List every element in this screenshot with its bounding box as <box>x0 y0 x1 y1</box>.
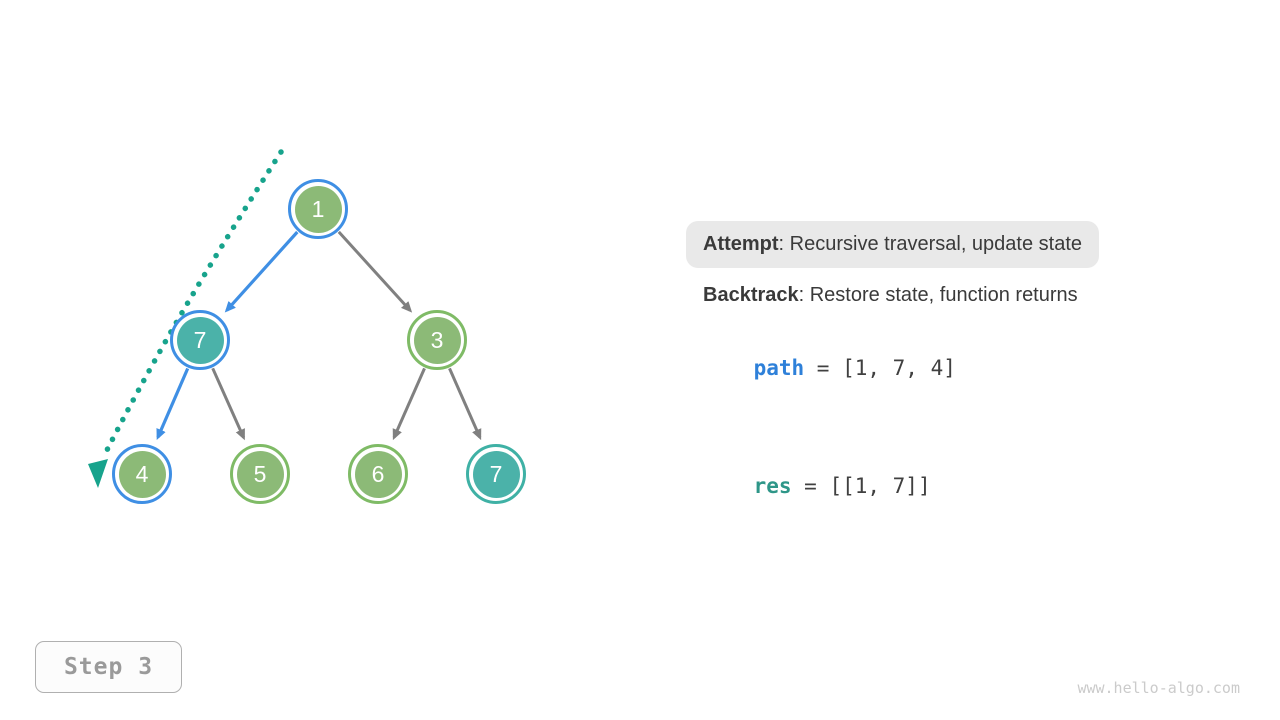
traversal-path-dotted <box>103 149 284 455</box>
node-label: 6 <box>354 450 402 498</box>
tree-node-7-right: 7 <box>466 444 526 504</box>
edge-3-6 <box>392 367 426 441</box>
legend-backtrack-label: Backtrack <box>703 284 799 306</box>
tree-node-6: 6 <box>348 444 408 504</box>
tree-node-3: 3 <box>407 310 467 370</box>
traversal-arrowhead-icon <box>88 459 108 488</box>
legend-backtrack-text: : Restore state, function returns <box>798 284 1078 306</box>
legend-attempt-text: : Recursive traversal, update state <box>778 233 1083 255</box>
node-label: 5 <box>236 450 284 498</box>
path-variable-value: = [1, 7, 4] <box>804 356 956 380</box>
legend-backtrack: Backtrack: Restore state, function retur… <box>703 284 1078 307</box>
node-label: 4 <box>118 450 166 498</box>
legend-attempt-label: Attempt <box>703 233 779 255</box>
res-variable-value: = [[1, 7]] <box>791 474 931 498</box>
tree-node-5: 5 <box>230 444 290 504</box>
edge-7-5 <box>211 367 245 441</box>
node-label: 7 <box>472 450 520 498</box>
path-variable-line: path = [1, 7, 4] <box>703 332 956 404</box>
edge-1-3 <box>337 230 413 313</box>
step-indicator: Step 3 <box>35 641 182 693</box>
tree-node-1: 1 <box>288 179 348 239</box>
tree-node-4: 4 <box>112 444 172 504</box>
watermark: www.hello-algo.com <box>1077 679 1240 697</box>
edge-7-4 <box>156 367 190 441</box>
res-variable-name: res <box>753 474 792 498</box>
legend-attempt: Attempt: Recursive traversal, update sta… <box>686 221 1100 268</box>
node-label: 3 <box>413 316 461 364</box>
res-variable-line: res = [[1, 7]] <box>703 450 931 522</box>
edge-3-7 <box>448 367 482 441</box>
tree-node-7-left: 7 <box>170 310 230 370</box>
path-variable-name: path <box>753 356 805 380</box>
node-label: 1 <box>294 185 342 233</box>
node-label: 7 <box>176 316 224 364</box>
edge-1-7 <box>224 230 299 313</box>
